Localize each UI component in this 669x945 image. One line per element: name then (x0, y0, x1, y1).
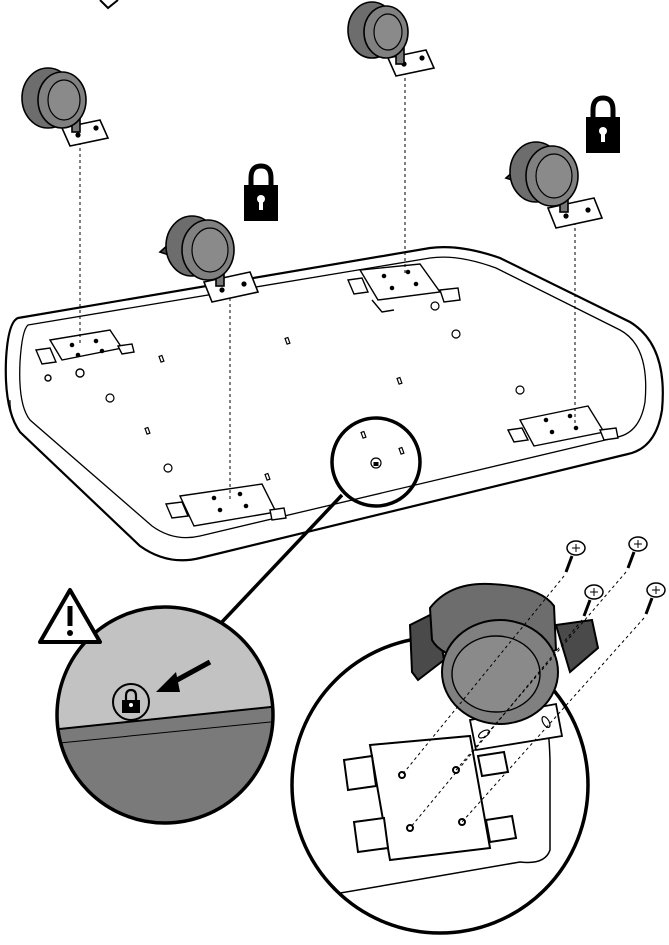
screw-icon (564, 540, 586, 573)
warning-triangle-icon (38, 588, 102, 644)
caster-wheel-top-center (347, 1, 436, 77)
bracket-front-center (164, 483, 287, 527)
padlock-icon (244, 163, 278, 221)
base-holes (105, 301, 525, 481)
zoom-bracket (342, 734, 518, 862)
lock-mark-icon (112, 683, 150, 721)
screw-alignment-lines (401, 571, 645, 829)
caster-wheel-top-left (21, 67, 110, 147)
screw-icon (582, 584, 604, 617)
caster-wheel-right-locking (504, 141, 604, 229)
mounting-screws (564, 536, 666, 617)
bracket-front-left (34, 329, 135, 382)
caster-wheel-center-locking (158, 215, 260, 303)
pointer-arrow-icon (156, 659, 212, 692)
padlock-icon (586, 95, 620, 153)
bracket-back-center (346, 263, 461, 313)
caster-attach-detail-zoom (290, 536, 666, 935)
bracket-back-right (506, 405, 619, 447)
screw-icon (644, 582, 666, 615)
screw-icon (626, 536, 648, 569)
zoom-caster-wheel (408, 582, 600, 725)
lock-mark-callout (220, 416, 422, 624)
alignment-lines (79, 72, 576, 500)
partial-part-top (99, 0, 119, 10)
base-plate (4, 246, 664, 562)
